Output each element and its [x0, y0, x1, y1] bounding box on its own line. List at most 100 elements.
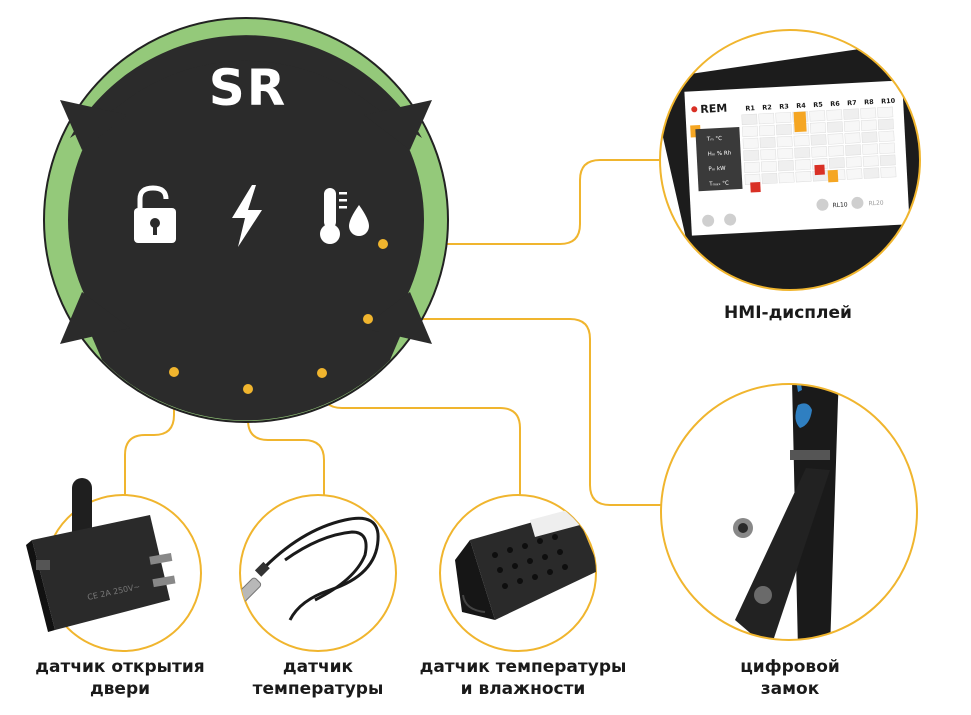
digital-lock-device — [733, 384, 839, 640]
hmi-nav-label-2: RL20 — [868, 200, 884, 208]
hmi-alert-orange — [793, 111, 807, 133]
hmi-grid-cell — [860, 107, 877, 119]
hmi-grid-cell — [794, 147, 811, 159]
caption-door-sensor-line-1: датчик открытия — [35, 657, 205, 677]
caption-hmi: HMI-дисплей — [698, 302, 878, 324]
hmi-sidebar-row: Pₘ kW — [708, 166, 726, 173]
hmi-grid-cell — [879, 154, 896, 166]
hmi-grid-cell — [761, 172, 778, 185]
hmi-grid-cell — [846, 168, 863, 180]
door-sensor-device: CE 2A 250V~ — [26, 478, 176, 632]
hmi-column-r7: R7 — [847, 99, 857, 107]
caption-digital-lock: цифровой замок — [700, 656, 880, 700]
caption-temp-sensor-line-2: температуры — [252, 679, 384, 699]
caption-temp-sensor-line-1: датчик — [282, 657, 354, 677]
brand-logo: SR — [209, 59, 288, 117]
hmi-column-r8: R8 — [864, 98, 874, 107]
hmi-grid-cell — [860, 119, 877, 131]
hmi-grid-cell — [776, 135, 793, 148]
hmi-sidebar-rows: Tₘ °C Hₘ % Rh Pₘ kW Tₘₐₓ °C — [706, 136, 732, 188]
hmi-grid-cell — [880, 166, 897, 178]
hmi-back-button[interactable] — [702, 214, 715, 227]
controller-top-band — [70, 35, 422, 138]
hmi-nav-label-1: RL10 — [832, 201, 848, 209]
hmi-grid-cell — [844, 132, 861, 144]
hmi-grid-cell — [758, 112, 775, 125]
hmi-badge: REM — [898, 229, 930, 244]
connector-door — [124, 372, 175, 495]
hmi-grid-cell — [845, 144, 862, 156]
hmi-grid-cell — [810, 134, 827, 146]
hmi-grid-cell — [861, 131, 878, 143]
humidity-sensor-device — [455, 505, 596, 620]
hmi-settings-button[interactable] — [724, 213, 737, 226]
hmi-prev-button[interactable] — [816, 198, 829, 211]
hmi-grid-cell — [862, 155, 879, 167]
connector-lock — [368, 318, 664, 506]
hmi-grid-cell — [793, 135, 810, 147]
hmi-grid-cell — [809, 110, 826, 122]
hmi-column-r5: R5 — [813, 101, 823, 110]
hmi-grid-cell — [778, 171, 795, 184]
connector-temp — [247, 389, 325, 495]
hmi-next-button[interactable] — [851, 196, 864, 210]
hmi-grid-cell — [742, 125, 759, 138]
hmi-grid-cell — [743, 149, 760, 162]
hmi-grid-cell — [742, 137, 759, 150]
hmi-sidebar-row: Hₘ % Rh — [708, 150, 732, 157]
hmi-grid-cell — [743, 161, 760, 174]
hmi-grid-cell — [828, 157, 845, 169]
hmi-grid-cell — [826, 109, 843, 121]
caption-temp-sensor: датчик температуры — [228, 656, 408, 700]
hmi-grid-cell — [809, 122, 826, 134]
hmi-grid-cell — [862, 143, 879, 155]
lightning-icon — [232, 185, 262, 247]
hmi-grid-cell — [760, 160, 777, 173]
caption-door-sensor-line-2: двери — [89, 679, 151, 699]
connector-hmi — [383, 159, 662, 245]
caption-humidity-sensor-line-2: и влажности — [460, 679, 586, 699]
lock-icon — [134, 185, 176, 243]
hmi-column-r4: R4 — [796, 101, 806, 110]
hmi-grid — [741, 106, 897, 186]
door-sensor-bubble: CE 2A 250V~ — [26, 478, 202, 652]
hmi-sidebar-row: Tₘₐₓ °C — [708, 181, 729, 188]
hmi-grid-cell — [759, 136, 776, 149]
hmi-grid-cell — [775, 123, 793, 136]
hmi-alert-red — [814, 164, 825, 176]
hmi-column-r1: R1 — [745, 104, 755, 113]
hmi-grid-cell — [795, 171, 812, 183]
caption-humidity-sensor: датчик температуры и влажности — [408, 656, 638, 700]
humidity-sensor-bubble — [439, 494, 597, 652]
hmi-logo: REM — [700, 102, 728, 116]
hmi-grid-cell — [759, 124, 776, 137]
caption-digital-lock-line-1: цифровой — [740, 657, 840, 677]
caption-digital-lock-line-2: замок — [760, 679, 820, 699]
hmi-grid-cell — [878, 130, 895, 142]
hmi-grid-cell — [777, 159, 794, 172]
hmi-grid-cell — [741, 113, 758, 126]
hmi-sidebar-row: Tₘ °C — [706, 136, 723, 143]
hmi-grid-cell — [827, 133, 844, 145]
temperature-sensor-bubble — [239, 494, 397, 652]
hmi-column-r3: R3 — [779, 102, 789, 110]
hmi-grid-cell — [843, 108, 860, 120]
hmi-column-r10: R10 — [881, 97, 896, 106]
hmi-grid-cell — [863, 167, 880, 179]
hmi-grid-cell — [760, 148, 777, 161]
thermometer-drop-icon — [320, 188, 369, 244]
caption-humidity-sensor-line-1: датчик температуры — [419, 657, 627, 677]
hmi-grid-cell — [794, 159, 811, 171]
hmi-grid-cell — [879, 142, 896, 154]
caption-door-sensor: датчик открытия двери — [20, 656, 220, 700]
hmi-grid-cell — [845, 156, 862, 168]
hmi-grid-cell — [777, 147, 794, 160]
controller: SR — [43, 17, 449, 423]
digital-lock-bubble — [660, 383, 918, 641]
hmi-grid-cell — [811, 146, 828, 158]
hmi-grid-cell — [828, 145, 845, 157]
hmi-column-r6: R6 — [830, 100, 840, 109]
hmi-sidebar — [695, 126, 743, 192]
